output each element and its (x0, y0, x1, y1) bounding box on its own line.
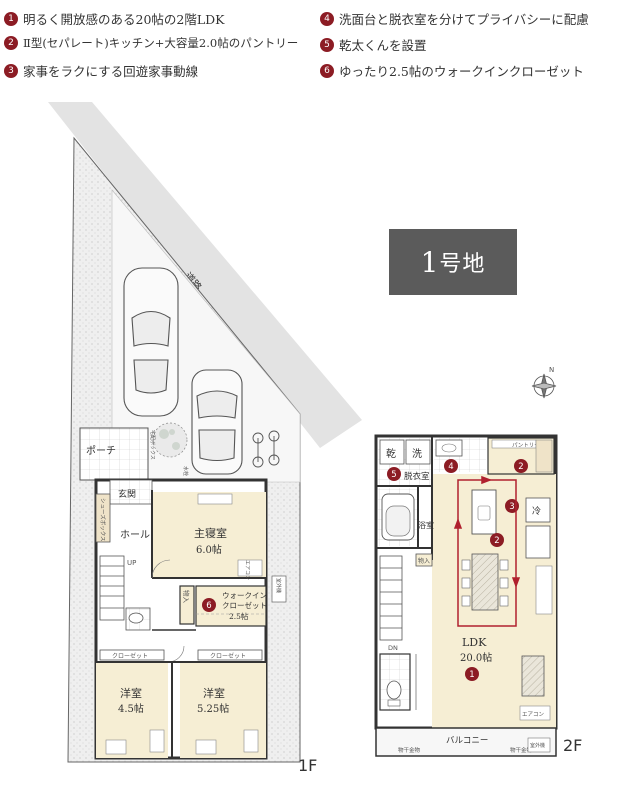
washer-label: 洗 (412, 448, 422, 460)
badge-1 (465, 667, 479, 681)
shoe-box-label: シューズボックス (99, 498, 107, 542)
feature-5: 5 乾太くんを設置 (320, 35, 427, 54)
pantry-label: パントリー (512, 442, 540, 449)
feature-text: Ⅱ型(セパレート)キッチン+大容量2.0帖のパントリー (23, 36, 299, 50)
feature-text: 乾太くんを設置 (339, 38, 427, 53)
closet-b-label: クローゼット (210, 652, 246, 660)
water-tap-label: 水栓 (182, 466, 189, 476)
aircon-1f-label: エアコン (244, 560, 250, 580)
shrub-icon (152, 422, 188, 458)
feature-number-badge: 1 (4, 11, 18, 26)
dressing-room-label: 脱衣室 (404, 471, 430, 482)
ldk-name: LDK (462, 636, 487, 649)
svg-text:6: 6 (206, 601, 211, 611)
dining-table (471, 553, 499, 611)
outdoor-unit-1f-label: 室外機 (275, 578, 282, 593)
master-bedroom-size: 6.0帖 (196, 543, 222, 556)
floor-1-label: 1F (298, 756, 318, 775)
svg-text:4: 4 (448, 462, 453, 472)
feature-text: 洗面台と脱衣室を分けてプライバシーに配慮 (339, 12, 589, 27)
fridge-label: 冷 (532, 505, 541, 517)
room-b-name: 洋室 (203, 686, 225, 700)
badge-5 (387, 467, 401, 481)
balcony-label: バルコニー (446, 736, 488, 746)
wic-size: 2.5帖 (229, 611, 249, 621)
room-a-name: 洋室 (120, 686, 142, 700)
feature-number-badge: 2 (4, 36, 18, 50)
room-a-size: 4.5帖 (118, 702, 144, 715)
stairs-2f (379, 555, 403, 641)
porch (79, 427, 149, 481)
entrance-label: 玄関 (118, 488, 136, 500)
compass-icon (531, 373, 557, 399)
feature-6: 6 ゆったり2.5帖のウォークインクローゼット (320, 61, 584, 80)
lot-number: 1 (420, 245, 440, 279)
badge-2-kitchen (490, 533, 504, 547)
closet-a-label: クローゼット (112, 652, 148, 660)
dn-label: DN (388, 644, 398, 652)
laundry-hanger-2-label: 物干金物 (510, 746, 533, 754)
feature-1: 1 明るく開放感のある20帖の2階LDK (4, 9, 225, 28)
storage-1f-label: 物入 (182, 590, 191, 604)
master-bedroom-name: 主寝室 (194, 526, 227, 540)
feature-text: 明るく開放感のある20帖の2階LDK (23, 12, 225, 27)
feature-number-badge: 3 (4, 63, 18, 78)
svg-text:3: 3 (509, 502, 514, 512)
wic-label-1: ウォークイン (222, 591, 267, 600)
porch-label: ポーチ (86, 445, 116, 457)
aircon-2f-label: エアコン (522, 711, 545, 718)
car-1 (123, 267, 179, 417)
bicycle-icon (252, 430, 280, 468)
stairs-1f (99, 555, 125, 621)
room-b-size: 5.25帖 (197, 702, 229, 715)
lot-suffix: 号地 (439, 252, 486, 277)
road-area (48, 102, 362, 448)
feature-3: 3 家事をラクにする回遊家事動線 (4, 61, 198, 80)
laundry-hanger-1-label: 物干金物 (398, 746, 421, 754)
feature-number-badge: 4 (320, 11, 334, 26)
compass-label: N (549, 366, 554, 374)
svg-text:2: 2 (518, 462, 523, 472)
hall-label: ホール (120, 529, 150, 541)
feature-number-badge: 5 (320, 37, 334, 52)
feature-number-badge: 6 (320, 63, 334, 78)
badge-6-1f (202, 598, 216, 612)
svg-text:1: 1 (469, 670, 474, 680)
floor-2-label: 2F (563, 736, 583, 755)
sofa (521, 655, 545, 697)
car-2 (191, 369, 243, 475)
badge-2-pantry (514, 459, 528, 473)
svg-text:5: 5 (391, 470, 396, 480)
storage-2f-label: 物入 (418, 557, 430, 565)
feature-text: ゆったり2.5帖のウォークインクローゼット (339, 64, 584, 79)
feature-2: 2 Ⅱ型(セパレート)キッチン+大容量2.0帖のパントリー (4, 35, 298, 51)
ldk-size: 20.0帖 (460, 651, 492, 664)
dryer-label: 乾 (386, 447, 396, 460)
outdoor-unit-2f-label: 室外機 (530, 742, 545, 749)
bath-label: 浴室 (418, 520, 434, 530)
balcony (375, 727, 557, 757)
up-label: UP (127, 559, 136, 567)
delivery-box-label: 宅配ボックス (149, 430, 156, 460)
wic-label-2: クローゼット (222, 600, 267, 610)
badge-4 (444, 459, 458, 473)
feature-text: 家事をラクにする回遊家事動線 (23, 64, 199, 79)
svg-text:2: 2 (494, 536, 499, 546)
feature-4: 4 洗面台と脱衣室を分けてプライバシーに配慮 (320, 9, 589, 28)
circulation-loop (453, 475, 521, 627)
